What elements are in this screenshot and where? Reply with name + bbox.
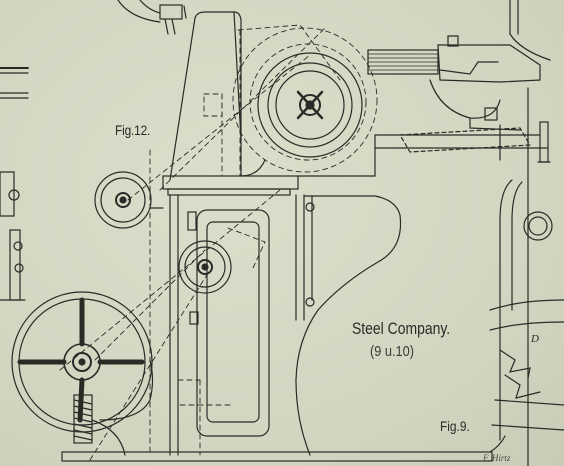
figure-9-label: Fig.9. xyxy=(440,418,470,434)
part-d-label: D xyxy=(531,333,539,345)
right-lever xyxy=(398,87,551,466)
figure-9-fragment xyxy=(489,179,564,441)
figure-12-label: Fig.12. xyxy=(115,122,151,138)
top-gear-assembly xyxy=(367,0,551,131)
machine-frame xyxy=(61,11,549,462)
top-left-fragment xyxy=(117,0,187,35)
hidden-lines xyxy=(59,24,378,461)
idler-pulley xyxy=(94,171,164,229)
engraver-signature: F. Hirtz xyxy=(483,453,511,463)
reference-caption: (9 u.10) xyxy=(370,343,414,360)
middle-pulley xyxy=(178,240,232,294)
company-caption: Steel Company. xyxy=(352,319,451,338)
handwheel xyxy=(11,291,154,456)
left-edge-parts xyxy=(0,67,29,301)
upper-pulley xyxy=(257,52,363,158)
